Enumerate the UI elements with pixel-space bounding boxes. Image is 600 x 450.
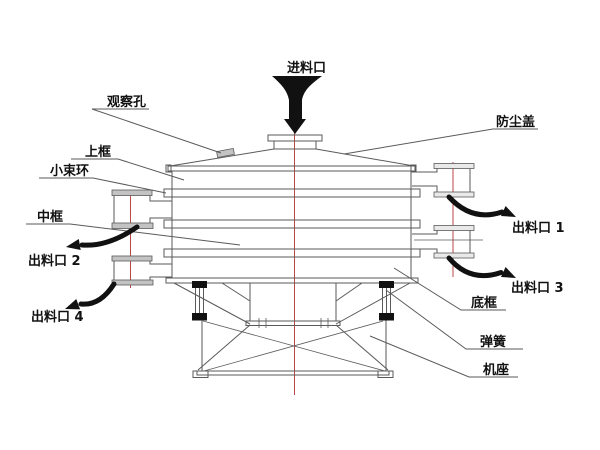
machine-body — [163, 171, 421, 284]
funnel-arrow-icon — [272, 76, 322, 134]
leader-upper-frame — [71, 158, 185, 181]
outlet-pipe-2 — [111, 189, 172, 229]
stand-left-side — [197, 324, 251, 371]
clamp-band-3 — [163, 248, 421, 258]
leader-observation-hole — [91, 108, 222, 154]
label-outlet-4: 出料口 4 — [31, 309, 84, 325]
label-upper-frame: 上框 — [85, 144, 111, 160]
outlet-pipe-4 — [111, 255, 172, 286]
stand-right-side — [335, 324, 389, 371]
outlet4-top-flange — [111, 255, 153, 262]
label-outlet-1: 出料口 1 — [512, 220, 565, 236]
outlet4-neck-top — [149, 261, 172, 265]
leader-machine-base — [369, 335, 518, 378]
outlet1-neck-bottom — [412, 185, 438, 192]
motor-housing — [245, 283, 341, 328]
feed-inlet-funnel — [272, 76, 322, 134]
leader-small-clamp-ring — [39, 177, 167, 194]
outlet4-flow-arrow — [78, 281, 117, 307]
leader-spring — [385, 289, 523, 350]
lid-rim-left-cap — [165, 164, 172, 173]
cone-left-slope — [169, 148, 275, 167]
cone-right-slope — [315, 148, 415, 167]
outlet3-neck-top — [412, 230, 438, 235]
hopper-inner-left — [221, 282, 251, 302]
clamp-band-1 — [163, 188, 421, 198]
outlet2-top-flange — [111, 189, 153, 196]
spring-top-cap — [192, 281, 207, 288]
label-dust-cover: 防尘盖 — [496, 114, 535, 130]
clamp-band-2 — [163, 219, 421, 229]
label-middle-frame: 中框 — [37, 209, 63, 225]
leader-lines — [26, 108, 538, 378]
motor-box-base-bar — [245, 320, 341, 326]
base-foot-right — [377, 370, 394, 378]
leader-bottom-frame — [393, 267, 506, 311]
outlet2-neck-bottom — [149, 217, 172, 223]
label-feed-inlet: 进料口 — [287, 60, 326, 76]
outlet2-flow-arrow — [79, 224, 140, 248]
discharge-hopper — [173, 282, 411, 325]
outlet1-flow-arrow — [446, 194, 505, 218]
spring-top-cap — [379, 281, 394, 288]
lid-assembly — [165, 134, 417, 173]
label-machine-base: 机座 — [483, 362, 509, 378]
outlet2-arrowhead-icon — [66, 239, 81, 250]
outlet4-bottom-flange — [111, 279, 154, 286]
outlet3-bottom-flange — [433, 252, 475, 259]
bottom-frame-flange — [165, 277, 419, 284]
label-small-clamp-ring: 小束环 — [50, 163, 89, 179]
label-spring: 弹簧 — [480, 334, 506, 350]
label-observation-hole: 观察孔 — [107, 94, 146, 110]
stand-cross-brace — [203, 320, 384, 372]
outlet3-arrowhead-icon — [501, 267, 516, 278]
base-stand — [192, 320, 394, 378]
outlet3-top-flange — [433, 225, 475, 231]
flow-arrows — [65, 194, 516, 310]
part-labels: 进料口 观察孔 上框 小束环 中框 出料口 2 出料口 4 防尘盖 出料口 1 … — [28, 60, 565, 378]
base-plate — [196, 370, 390, 376]
outlet3-flow-arrow — [446, 255, 504, 279]
outlet1-arrowhead-icon — [501, 206, 516, 217]
base-foot-left — [192, 370, 209, 378]
outlet4-neck-bottom — [149, 276, 172, 280]
spring-bottom-cap — [192, 313, 207, 321]
outlet-pipe-3 — [412, 225, 483, 259]
hopper-outer-left — [173, 282, 251, 325]
outlet3-neck-bottom — [412, 248, 438, 253]
observation-hole-port — [216, 147, 235, 158]
centerlines — [130, 122, 454, 395]
label-bottom-frame: 底框 — [471, 295, 497, 311]
label-outlet-2: 出料口 2 — [28, 253, 81, 269]
outlet1-neck-top — [412, 168, 438, 173]
label-outlet-3: 出料口 3 — [511, 280, 564, 296]
hopper-outer-right — [335, 282, 411, 325]
spring-left — [192, 281, 207, 321]
outlet1-bottom-flange — [433, 191, 475, 198]
leader-middle-frame — [26, 223, 241, 246]
outlet4-arrowhead-icon — [65, 299, 81, 310]
leader-dust-cover — [343, 128, 538, 155]
lid-rim — [167, 165, 416, 172]
outlet1-top-flange — [433, 163, 475, 169]
outlet2-neck-top — [149, 195, 172, 202]
outlet-pipe-1 — [412, 163, 475, 198]
hopper-inner-right — [335, 282, 363, 302]
spring-bottom-cap — [379, 313, 394, 321]
spring-right — [379, 281, 394, 321]
